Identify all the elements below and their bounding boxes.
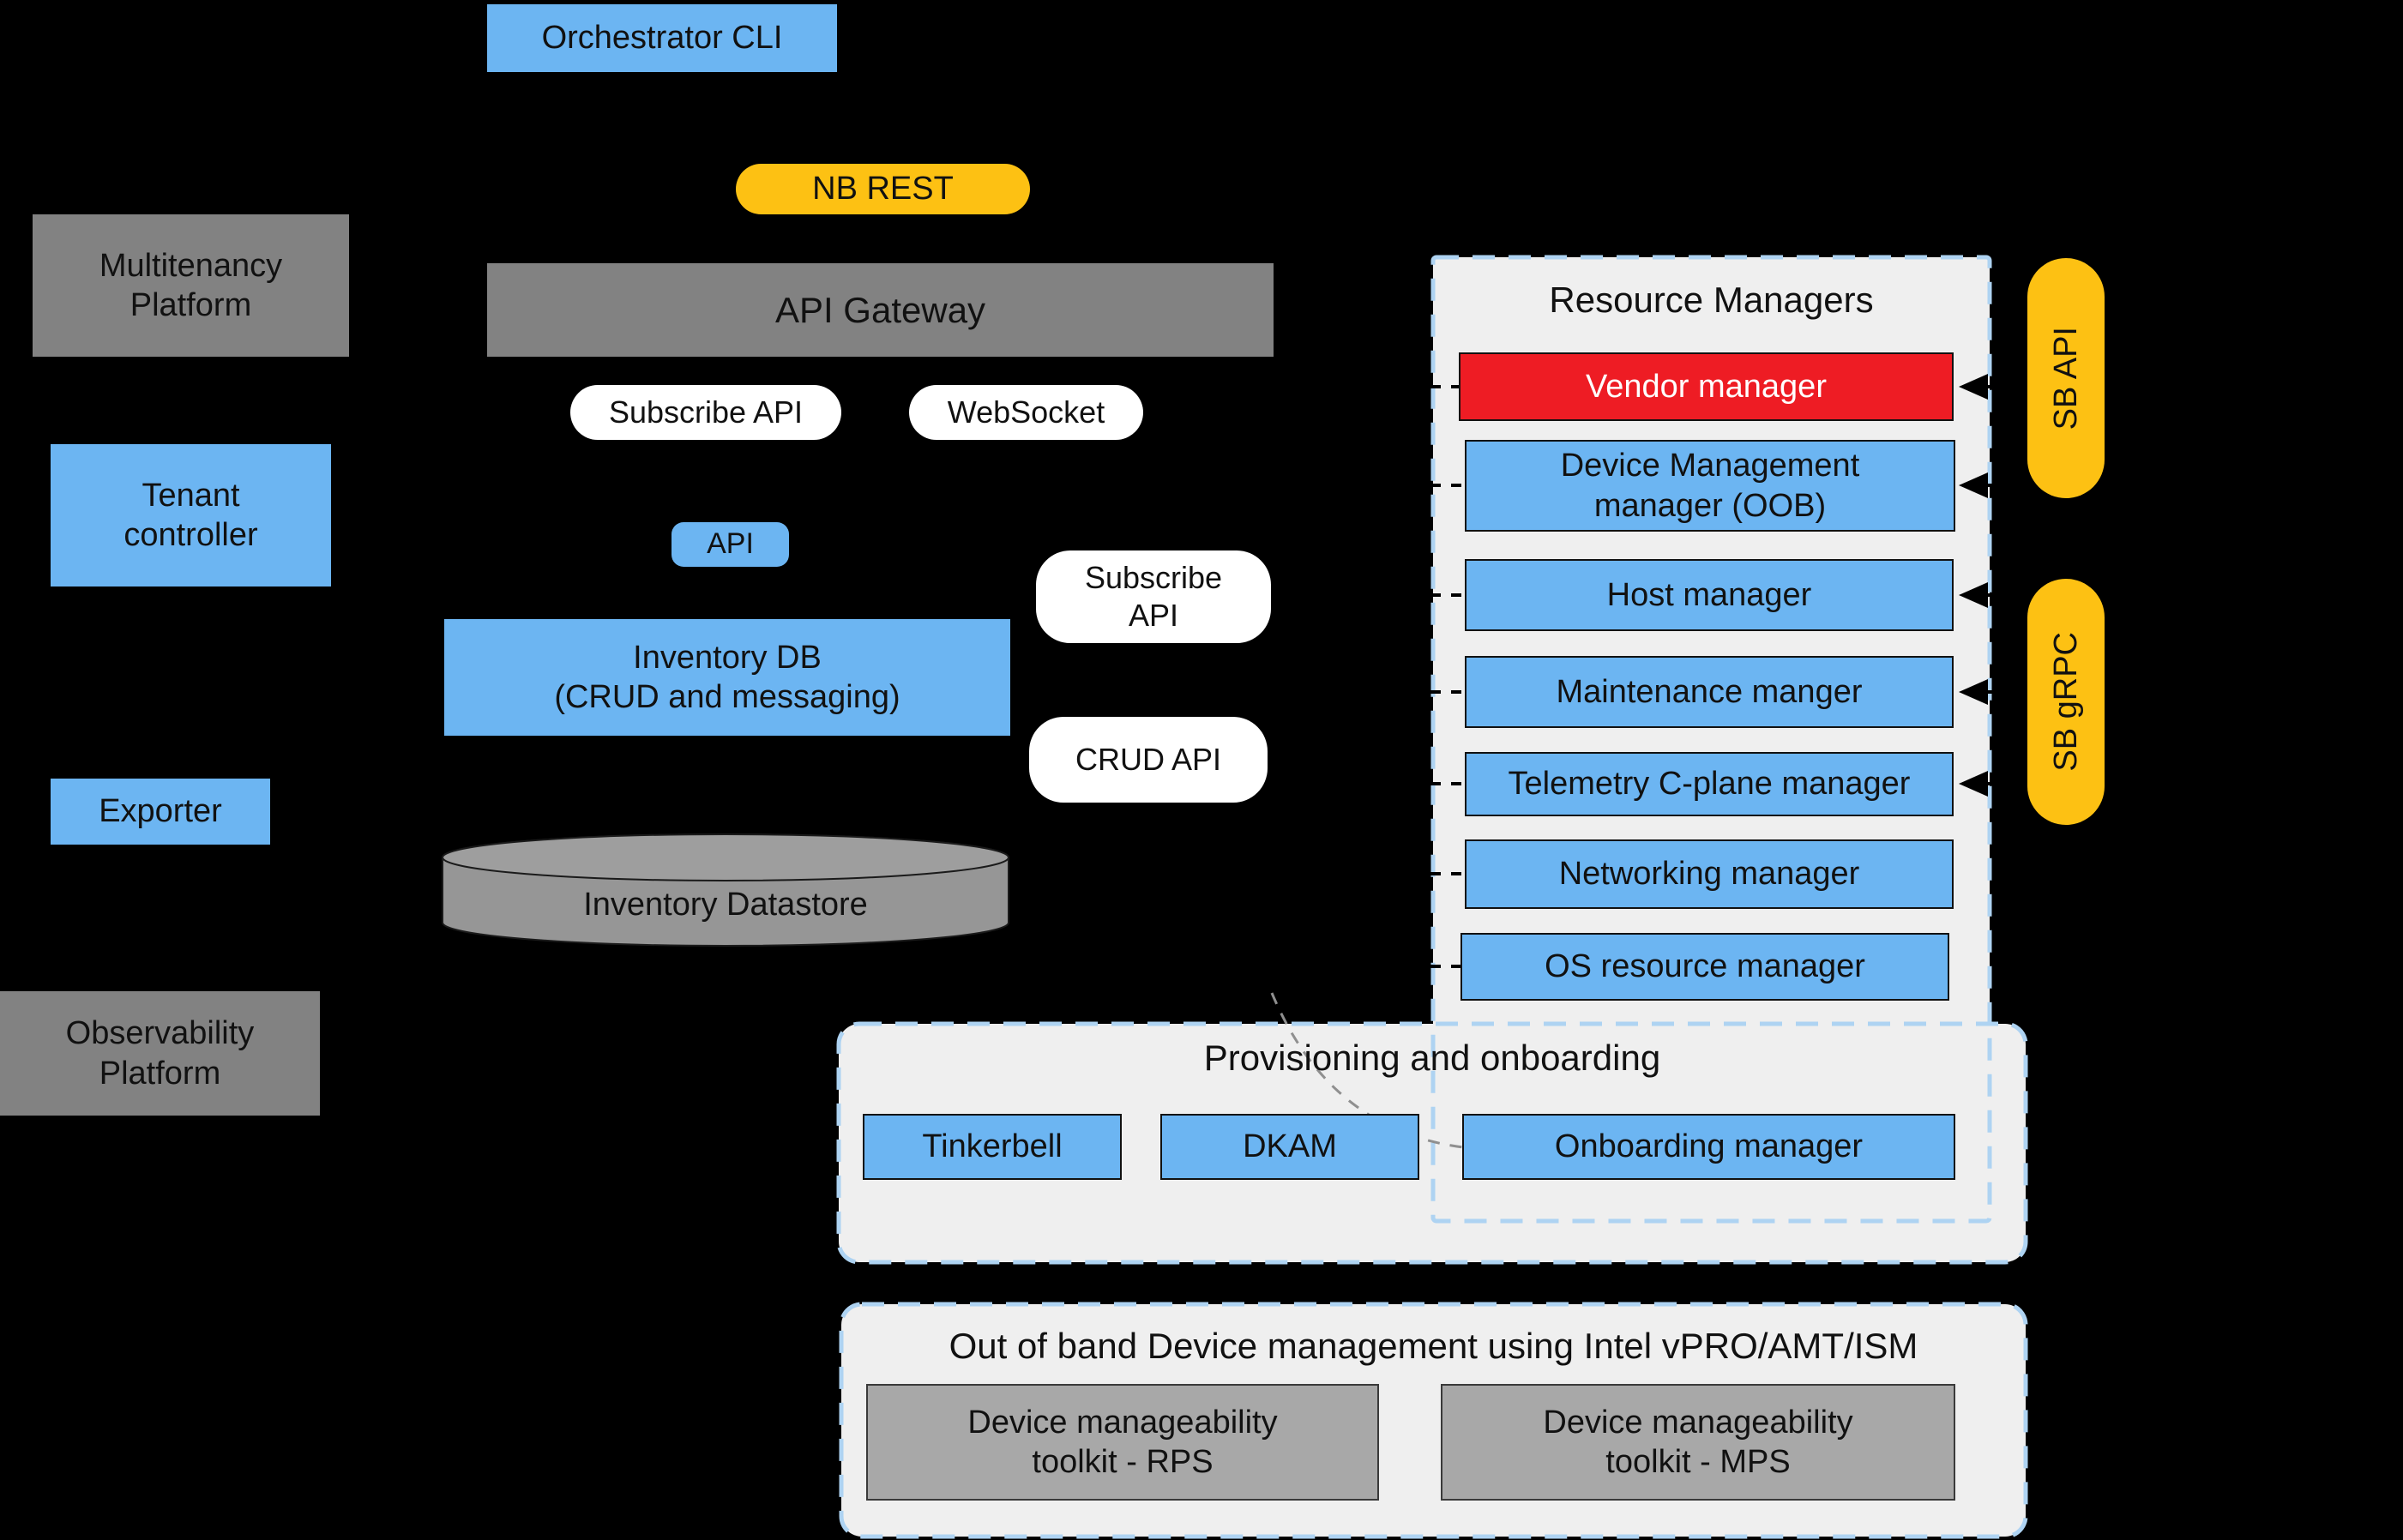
pill-crud-api: CRUD API	[1029, 717, 1268, 803]
box-exporter: Exporter	[51, 779, 270, 845]
rm-right-arrows	[1959, 374, 2024, 797]
box-device-toolkit-rps: Device manageability toolkit - RPS	[866, 1384, 1379, 1501]
pill-subscribe-api-2: Subscribe API	[1036, 550, 1271, 643]
pill-websocket: WebSocket	[909, 385, 1143, 440]
box-tinkerbell: Tinkerbell	[863, 1114, 1122, 1180]
box-api-gateway: API Gateway	[487, 263, 1274, 357]
pill-nb-rest: NB REST	[736, 164, 1030, 214]
provisioning-title: Provisioning and onboarding	[1203, 1038, 1661, 1078]
provisioning-container-border	[836, 1021, 2028, 1265]
datastore-cylinder-icon	[442, 833, 1009, 947]
box-device-management-manager: Device Management manager (OOB)	[1465, 440, 1955, 532]
label-inventory-datastore: Inventory Datastore	[583, 886, 868, 923]
pill-sb-api: SB API	[2027, 258, 2105, 498]
box-multitenancy-platform: Multitenancy Platform	[33, 214, 349, 357]
box-os-resource-manager: OS resource manager	[1460, 933, 1949, 1001]
pill-sb-grpc: SB gRPC	[2027, 579, 2105, 825]
box-tenant-controller: Tenant controller	[51, 444, 331, 587]
pill-subscribe-api: Subscribe API	[570, 385, 841, 440]
box-networking-manager: Networking manager	[1465, 839, 1954, 909]
box-orchestrator-cli: Orchestrator CLI	[487, 4, 837, 72]
box-onboarding-manager: Onboarding manager	[1462, 1114, 1955, 1180]
resource-managers-title: Resource Managers	[1549, 280, 1874, 320]
pill-api: API	[672, 522, 789, 567]
box-host-manager: Host manager	[1465, 559, 1954, 631]
rm-left-connector-stubs	[1403, 385, 1461, 968]
out-of-band-title: Out of band Device management using Inte…	[949, 1326, 1918, 1366]
box-telemetry-cplane-manager: Telemetry C-plane manager	[1465, 752, 1954, 816]
box-maintenance-manager: Maintenance manger	[1465, 656, 1954, 728]
box-observability-platform: Observability Platform	[0, 991, 320, 1116]
box-device-toolkit-mps: Device manageability toolkit - MPS	[1441, 1384, 1955, 1501]
box-dkam: DKAM	[1160, 1114, 1419, 1180]
onboarding-dashed-curve	[1270, 992, 1464, 1149]
box-vendor-manager: Vendor manager	[1459, 352, 1954, 421]
box-inventory-db: Inventory DB (CRUD and messaging)	[444, 619, 1010, 736]
